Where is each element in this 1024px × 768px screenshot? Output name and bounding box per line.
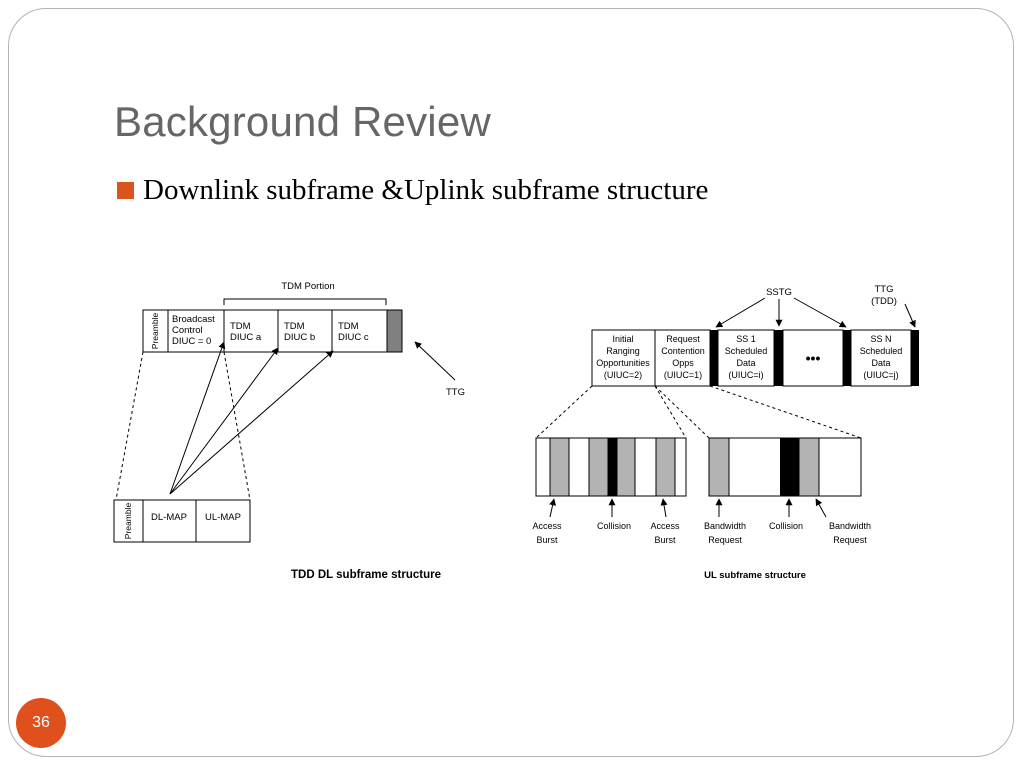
dl-map-label: DL-MAP bbox=[151, 512, 187, 523]
dlmap-arrow-a bbox=[169, 341, 226, 495]
tdm-c-cell bbox=[331, 309, 388, 353]
ul-projection-4 bbox=[709, 385, 862, 439]
initial-ranging-cell bbox=[591, 329, 656, 387]
access-burst-2-arrow bbox=[660, 498, 668, 518]
tdm-a-line-1: TDM bbox=[230, 321, 251, 332]
ssn-line-2: Scheduled bbox=[860, 346, 903, 356]
tdm-portion-bracket bbox=[223, 298, 387, 305]
dl-projection-left bbox=[115, 351, 144, 501]
tdm-a-line-2: DIUC a bbox=[230, 332, 262, 343]
collision-1-label: Collision bbox=[597, 521, 631, 531]
ul-projection-1 bbox=[535, 385, 593, 439]
bandwidth-1-line-2: Request bbox=[708, 535, 742, 545]
dl-preamble-label: Preamble bbox=[150, 313, 160, 350]
ul-ttg-arrow bbox=[904, 303, 916, 328]
access-burst-1-line-2: Burst bbox=[536, 535, 558, 545]
tdm-portion-label: TDM Portion bbox=[281, 281, 334, 292]
bandwidth-slot-1 bbox=[708, 437, 730, 497]
dl-ttg-label: TTG bbox=[446, 387, 465, 398]
dl-preamble-cell bbox=[142, 309, 169, 353]
bandwidth-slot-2 bbox=[798, 437, 820, 497]
dlmap-arrow-b bbox=[169, 347, 279, 495]
sstg-gap-1 bbox=[710, 330, 718, 386]
sstg-arrow-right bbox=[793, 297, 847, 328]
ssn-line-4: (UIUC=j) bbox=[863, 370, 898, 380]
bandwidth-1-line-1: Bandwidth bbox=[704, 521, 746, 531]
access-burst-slot-1 bbox=[549, 437, 570, 497]
collision-slot-black bbox=[608, 438, 617, 496]
initial-line-4: (UIUC=2) bbox=[604, 370, 642, 380]
dl-subframe: TDM Portion Preamble Broadcast Control D… bbox=[113, 281, 465, 581]
ss1-line-4: (UIUC=i) bbox=[728, 370, 763, 380]
access-burst-2-line-2: Burst bbox=[654, 535, 676, 545]
access-burst-2-line-1: Access bbox=[650, 521, 680, 531]
ul-ttg-line-1: TTG bbox=[875, 284, 894, 295]
ul-map-label: UL-MAP bbox=[205, 512, 241, 523]
page-number-badge: 36 bbox=[16, 698, 66, 748]
ul-projection-2 bbox=[654, 385, 687, 439]
request-line-2: Contention bbox=[661, 346, 705, 356]
collision-slot-black-2 bbox=[780, 438, 799, 496]
tdm-c-line-2: DIUC c bbox=[338, 332, 369, 343]
initial-line-1: Initial bbox=[612, 334, 633, 344]
tdm-a-cell bbox=[223, 309, 279, 353]
access-burst-1-line-1: Access bbox=[532, 521, 562, 531]
ssn-line-1: SS N bbox=[870, 334, 891, 344]
dl-projection-right bbox=[223, 351, 251, 501]
ss1-line-2: Scheduled bbox=[725, 346, 768, 356]
ul-ttg-gap bbox=[911, 330, 919, 386]
access-burst-slot-2 bbox=[655, 437, 676, 497]
ss1-line-3: Data bbox=[736, 358, 755, 368]
broadcast-cell bbox=[167, 309, 225, 353]
collision-slot-grey-a bbox=[588, 437, 609, 497]
square-bullet-icon bbox=[117, 181, 134, 199]
request-line-4: (UIUC=1) bbox=[664, 370, 702, 380]
dl-ttg-arrow bbox=[414, 341, 456, 381]
ul-projection-3 bbox=[654, 385, 710, 439]
sstg-label: SSTG bbox=[766, 287, 792, 298]
collision-2-label: Collision bbox=[769, 521, 803, 531]
sstg-arrow-left bbox=[715, 297, 766, 328]
dl-ttg-gap bbox=[386, 309, 403, 353]
ul-subframe: SSTG TTG (TDD) Initial Ranging Opportuni… bbox=[532, 284, 919, 581]
dl-map-cell bbox=[142, 499, 197, 543]
bandwidth-2-line-1: Bandwidth bbox=[829, 521, 871, 531]
dlmap-arrow-c bbox=[169, 350, 334, 495]
ss1-cell bbox=[717, 329, 775, 387]
ul-caption: UL subframe structure bbox=[704, 570, 806, 581]
ellipsis-label: ••• bbox=[806, 350, 821, 366]
initial-line-2: Ranging bbox=[606, 346, 640, 356]
broadcast-line-3: DIUC = 0 bbox=[172, 336, 211, 347]
bandwidth-2-arrow bbox=[815, 498, 827, 518]
ss1-line-1: SS 1 bbox=[736, 334, 756, 344]
broadcast-line-1: Broadcast bbox=[172, 314, 215, 325]
tdm-b-cell bbox=[277, 309, 333, 353]
bandwidth-2-line-2: Request bbox=[833, 535, 867, 545]
ssn-line-3: Data bbox=[871, 358, 890, 368]
sstg-gap-3 bbox=[843, 330, 851, 386]
bullet-item: Downlink subframe &Uplink subframe struc… bbox=[117, 172, 708, 208]
collision-slot-grey-b bbox=[616, 437, 636, 497]
request-line-1: Request bbox=[666, 334, 700, 344]
access-burst-1-arrow bbox=[549, 498, 557, 518]
request-contention-cell bbox=[654, 329, 711, 387]
request-line-3: Opps bbox=[672, 358, 694, 368]
slide-title: Background Review bbox=[114, 98, 491, 145]
map-preamble-label: Preamble bbox=[123, 503, 133, 540]
tdm-c-line-1: TDM bbox=[338, 321, 359, 332]
initial-line-3: Opportunities bbox=[596, 358, 650, 368]
ul-map-cell bbox=[195, 499, 251, 543]
dl-caption: TDD DL subframe structure bbox=[291, 569, 441, 581]
map-preamble-cell bbox=[113, 499, 144, 543]
tdm-b-line-2: DIUC b bbox=[284, 332, 315, 343]
broadcast-line-2: Control bbox=[172, 325, 203, 336]
bullet-text: Downlink subframe &Uplink subframe struc… bbox=[143, 173, 709, 206]
ssn-cell bbox=[850, 329, 912, 387]
tdm-b-line-1: TDM bbox=[284, 321, 305, 332]
sstg-gap-2 bbox=[774, 330, 783, 386]
ul-ttg-line-2: (TDD) bbox=[871, 296, 897, 307]
